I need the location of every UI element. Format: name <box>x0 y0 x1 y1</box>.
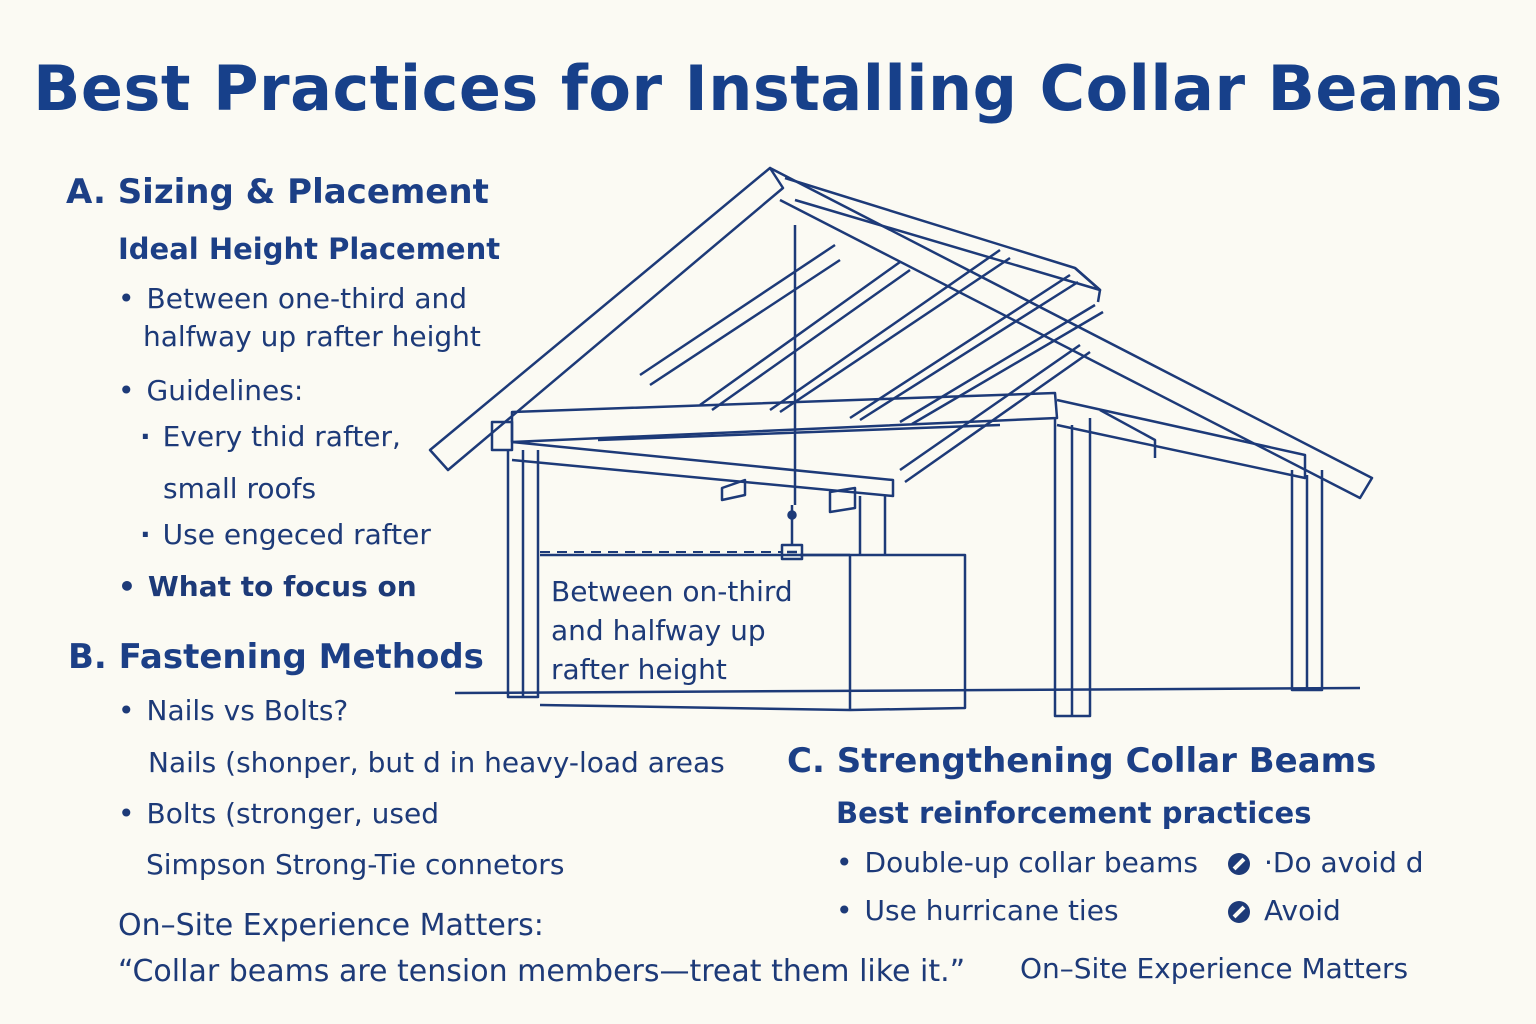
page-title: Best Practices for Installing Collar Bea… <box>33 52 1503 125</box>
diagram-label-line3: rafter height <box>551 653 727 686</box>
experience-quote: “Collar beams are tension members—treat … <box>118 954 966 989</box>
section-b-line2: Simpson Strong-Tie connetors <box>146 848 565 881</box>
section-c-avoid2-text: Avoid <box>1264 894 1341 927</box>
section-a-bullet2: Guidelines: <box>118 374 303 407</box>
experience-heading: On–Site Experience Matters: <box>118 908 544 943</box>
no-entry-icon <box>1228 853 1250 875</box>
section-c-hurricane-ties: Use hurricane ties <box>864 894 1119 927</box>
experience-footer: On–Site Experience Matters <box>1020 952 1409 985</box>
diagram-label: Between on-third and halfway up rafter h… <box>551 572 793 689</box>
section-a-sub1: Every thid rafter, <box>140 420 401 453</box>
section-a-guidelines: Guidelines: <box>146 374 304 407</box>
section-c-avoid2: Avoid <box>1228 894 1341 927</box>
section-c-avoid1-text: ·Do avoid d <box>1264 846 1424 879</box>
section-a-sub1-line2: small roofs <box>163 472 317 505</box>
lower-beam <box>511 440 895 498</box>
diagram-label-line1: Between on-third <box>551 575 793 608</box>
section-a-subheading: Ideal Height Placement <box>118 232 501 266</box>
section-c-heading: C. Strengthening Collar Beams <box>787 741 1377 781</box>
section-b-bullet1: Nails vs Bolts? <box>118 694 348 727</box>
section-a-bullet1-line2: halfway up rafter height <box>143 320 481 353</box>
section-c-avoid1: ·Do avoid d <box>1228 846 1424 879</box>
section-b-line1: Nails (shonper, but d in heavy-load area… <box>148 746 725 779</box>
section-c-double-up: Double-up collar beams <box>864 846 1198 879</box>
back-rafter <box>784 176 1102 292</box>
right-rafter <box>769 166 1374 500</box>
section-a-bullet1-line1: Between one-third and <box>146 282 468 315</box>
ground-line <box>454 686 1361 695</box>
section-a-bullet1: Between one-third and <box>118 282 467 315</box>
section-b-bullet2: Bolts (stronger, used <box>118 797 439 830</box>
no-entry-icon <box>1228 901 1250 923</box>
section-a-heading: A. Sizing & Placement <box>66 172 489 212</box>
section-b-bolts: Bolts (stronger, used <box>146 797 440 830</box>
section-c-bullet1: Double-up collar beams <box>836 846 1198 879</box>
section-a-sub1-line1: Every thid rafter, <box>162 420 401 453</box>
section-a-sub2: Use engeced rafter <box>140 518 431 551</box>
section-b-heading: B. Fastening Methods <box>68 637 484 677</box>
section-a-sub2-text: Use engeced rafter <box>162 518 431 551</box>
diagram-label-line2: and halfway up <box>551 614 766 647</box>
section-a-focus: What to focus on <box>147 570 417 603</box>
section-c-subheading: Best reinforcement practices <box>836 796 1312 830</box>
section-a-bullet3: What to focus on <box>118 570 417 603</box>
section-c-bullet2: Use hurricane ties <box>836 894 1119 927</box>
left-rafter <box>428 166 785 472</box>
section-b-nails-vs-bolts: Nails vs Bolts? <box>146 694 349 727</box>
